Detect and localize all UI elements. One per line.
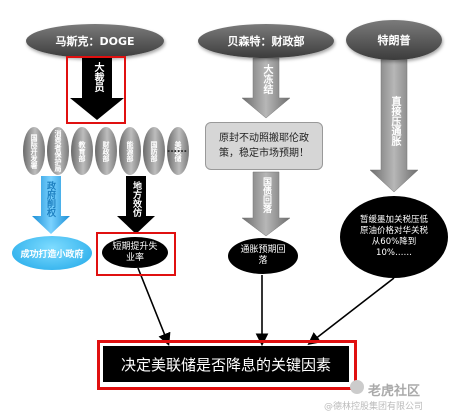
- deflation-text: 通胀预期回落: [240, 245, 286, 266]
- small-govt-outcome: 成功打造小政府: [12, 236, 92, 270]
- layoffs-label: 大裁员: [92, 62, 103, 92]
- cut-govt-label: 政府削权: [45, 181, 55, 217]
- trump-node: 特朗普: [346, 20, 442, 60]
- dept-fed: 美联储: [167, 127, 189, 175]
- cut-govt-arrow: [32, 176, 70, 234]
- dept-cfpb: 消费者保护局: [47, 127, 69, 175]
- dept-education: 教育部: [71, 127, 93, 175]
- bessent-policy-box: 原封不动照搬耶伦政策，稳定市场预期！: [205, 122, 323, 170]
- dept-energy: 能源部: [119, 127, 141, 175]
- freeze-label: 大冻结: [261, 64, 272, 94]
- dept-treasury: 财政部: [95, 127, 117, 175]
- watermark: 老虎社区 @德林控股集团有限公司: [300, 378, 448, 412]
- musk-doge-node: 马斯克：DOGE: [26, 24, 164, 58]
- dept-usaid: 国际开发署: [23, 127, 45, 175]
- layoffs-arrow: [70, 58, 124, 120]
- unemployment-text: 短期提升失业率: [112, 241, 158, 263]
- layoffs-highlight-box: [66, 56, 126, 124]
- watermark-brand: 老虎社区: [368, 384, 421, 399]
- freeze-arrow: [241, 57, 291, 119]
- watermark-sub: @德林控股集团有限公司: [324, 402, 424, 412]
- deflation-outcome: 通胀预期回落: [228, 238, 298, 274]
- direct-pressure-label: 直接压通胀: [389, 96, 400, 146]
- watermark-tiger-icon: [350, 380, 364, 394]
- conclusion-highlight-box: [97, 340, 357, 390]
- conclusion-box: 决定美联储是否降息的关键因素: [103, 346, 349, 382]
- tariff-text: 暂缓墨加关税压低原油价格对华关税从60%降到10%……: [359, 215, 428, 258]
- bond-yield-arrow: [241, 171, 291, 237]
- tariff-outcome: 暂缓墨加关税压低原油价格对华关税从60%降到10%……: [340, 196, 448, 278]
- dept-more: ……: [167, 144, 187, 155]
- unemployment-outcome: 短期提升失业率: [102, 237, 168, 268]
- local-imitate-label: 地方效仿: [131, 181, 141, 217]
- dept-defense: 国防部: [143, 127, 165, 175]
- bessent-treasury-node: 贝森特：财政部: [198, 24, 334, 58]
- local-imitate-arrow: [117, 176, 155, 234]
- direct-pressure-arrow: [369, 57, 419, 193]
- bond-yield-label: 国债回落: [261, 177, 271, 213]
- unemployment-highlight-box: [96, 232, 176, 276]
